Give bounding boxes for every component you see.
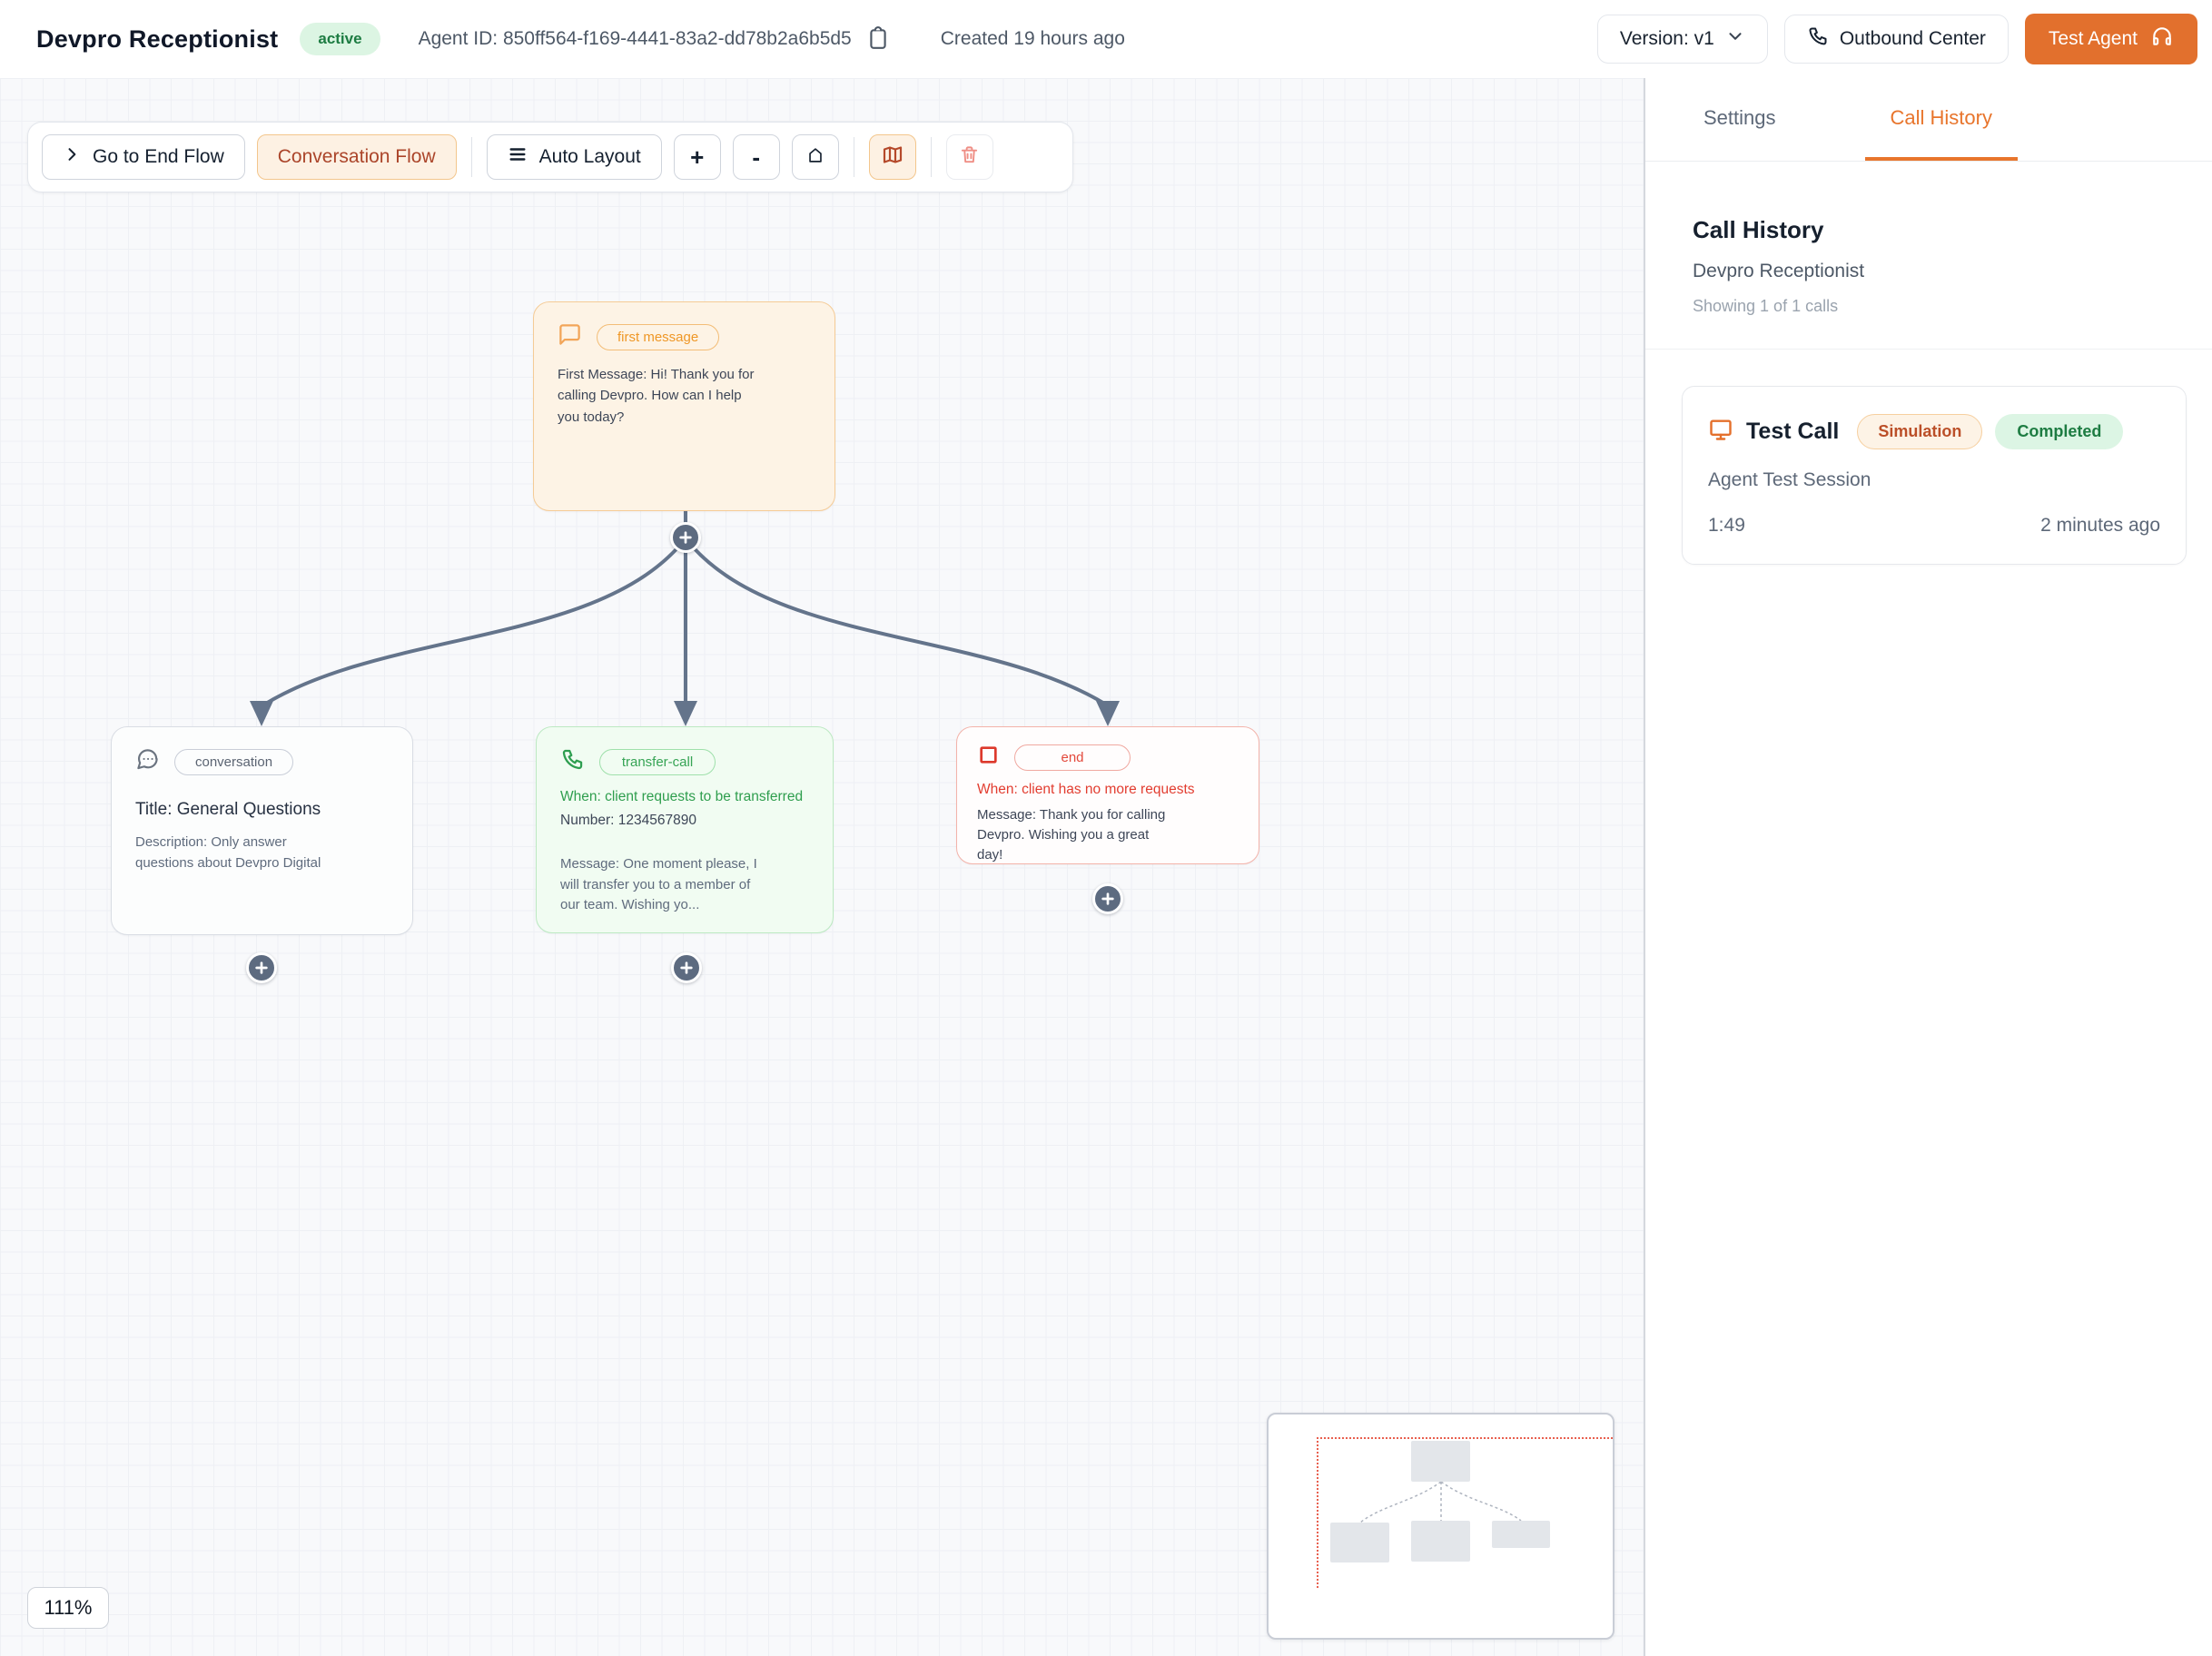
- first-message-node[interactable]: first message First Message: Hi! Thank y…: [533, 301, 835, 511]
- call-session-text: Agent Test Session: [1708, 469, 1871, 490]
- trash-icon: [959, 143, 980, 172]
- conversation-flow-label: Conversation Flow: [277, 146, 436, 167]
- transfer-number-text: Number: 1234567890: [560, 813, 696, 828]
- message-square-icon: [558, 322, 582, 351]
- call-count-text: Showing 1 of 1 calls: [1693, 297, 1839, 315]
- minimap-node: [1330, 1523, 1389, 1562]
- minimap-node: [1411, 1441, 1470, 1482]
- right-sidebar: Settings Call History Call History Devpr…: [1644, 78, 2212, 1656]
- node-type-badge: end: [1014, 744, 1131, 771]
- call-status-badge: Completed: [1995, 414, 2124, 449]
- version-dropdown[interactable]: Version: v1: [1596, 15, 1768, 64]
- conversation-node[interactable]: conversation Title: General Questions De…: [111, 726, 413, 935]
- call-type-badge: Simulation: [1857, 414, 1983, 449]
- first-message-text: First Message: Hi! Thank you for calling…: [558, 367, 755, 425]
- tab-call-history[interactable]: Call History: [1864, 106, 2018, 161]
- fit-view-button[interactable]: [791, 134, 839, 180]
- call-time-ago: 2 minutes ago: [2040, 515, 2160, 536]
- node-type-badge: first message: [597, 323, 720, 350]
- auto-layout-label: Auto Layout: [538, 146, 641, 167]
- map-icon: [882, 143, 904, 172]
- zoom-out-button[interactable]: -: [732, 134, 780, 180]
- auto-layout-button[interactable]: Auto Layout: [486, 134, 662, 180]
- message-dots-icon: [135, 747, 160, 776]
- add-node-button[interactable]: [670, 522, 701, 553]
- add-node-button[interactable]: [671, 952, 702, 983]
- transfer-when-text: When: client requests to be transferred: [560, 789, 804, 804]
- test-agent-label: Test Agent: [2048, 28, 2138, 49]
- monitor-icon: [1708, 417, 1733, 447]
- transfer-call-node[interactable]: transfer-call When: client requests to b…: [536, 726, 834, 933]
- zoom-level-badge: 111%: [27, 1587, 109, 1629]
- minimap-edges: [1359, 1481, 1522, 1523]
- minimap-toggle-button[interactable]: [868, 134, 916, 180]
- sidebar-tabbar: Settings Call History: [1645, 78, 2212, 162]
- end-when-text: When: client has no more requests: [977, 782, 1195, 797]
- node-type-badge: transfer-call: [599, 748, 716, 775]
- call-history-heading: Call History: [1693, 216, 1824, 243]
- add-node-button[interactable]: [1092, 883, 1123, 914]
- conversation-description: Description: Only answer questions about…: [135, 834, 321, 871]
- minimap[interactable]: [1267, 1413, 1615, 1640]
- stop-square-icon: [977, 744, 1000, 771]
- end-node[interactable]: end When: client has no more requests Me…: [956, 726, 1259, 864]
- go-to-end-flow-label: Go to End Flow: [93, 146, 224, 167]
- agent-id-text: Agent ID: 850ff564-f169-4441-83a2-dd78b2…: [418, 28, 852, 49]
- minimap-viewport: [1317, 1437, 1613, 1588]
- menu-lines-icon: [508, 144, 528, 170]
- minimap-node: [1411, 1521, 1470, 1562]
- toolbar-divider: [470, 137, 472, 177]
- add-node-button[interactable]: [246, 952, 277, 983]
- minimap-node: [1492, 1521, 1550, 1548]
- conversation-title: Title: General Questions: [135, 800, 321, 819]
- flow-canvas[interactable]: Go to End Flow Conversation Flow Auto La…: [0, 78, 1644, 1656]
- transfer-message-text: Message: One moment please, I will trans…: [560, 856, 757, 912]
- go-to-end-flow-button[interactable]: Go to End Flow: [42, 134, 245, 180]
- test-agent-button[interactable]: Test Agent: [2024, 14, 2197, 64]
- status-badge: active: [300, 23, 380, 55]
- chevron-down-icon: [1725, 26, 1745, 52]
- outbound-center-button[interactable]: Outbound Center: [1783, 15, 2009, 64]
- chevron-right-icon: [63, 145, 81, 169]
- divider: [1645, 349, 2212, 350]
- zoom-in-button[interactable]: +: [673, 134, 721, 180]
- copy-agent-id-button[interactable]: [866, 25, 890, 53]
- top-header: Devpro Receptionist active Agent ID: 850…: [0, 0, 2212, 78]
- phone-icon: [560, 747, 585, 776]
- end-message-text: Message: Thank you for calling Devpro. W…: [977, 807, 1166, 862]
- page-title: Devpro Receptionist: [36, 25, 279, 53]
- delete-button[interactable]: [945, 134, 993, 180]
- toolbar-divider: [930, 137, 932, 177]
- clipboard-icon: [866, 25, 890, 53]
- node-type-badge: conversation: [174, 748, 294, 775]
- canvas-toolbar: Go to End Flow Conversation Flow Auto La…: [27, 122, 1073, 192]
- tab-settings[interactable]: Settings: [1703, 106, 1776, 129]
- phone-icon: [1807, 25, 1829, 53]
- call-title: Test Call: [1746, 419, 1840, 444]
- home-icon: [805, 143, 825, 172]
- call-duration: 1:49: [1708, 515, 1745, 536]
- call-history-agent-name: Devpro Receptionist: [1693, 261, 1865, 281]
- conversation-flow-button[interactable]: Conversation Flow: [256, 134, 457, 180]
- outbound-center-label: Outbound Center: [1839, 28, 1986, 49]
- call-history-item[interactable]: Test Call Simulation Completed Agent Tes…: [1682, 386, 2187, 565]
- created-time-text: Created 19 hours ago: [940, 28, 1125, 49]
- headphones-icon: [2150, 25, 2174, 54]
- version-label: Version: v1: [1619, 28, 1714, 49]
